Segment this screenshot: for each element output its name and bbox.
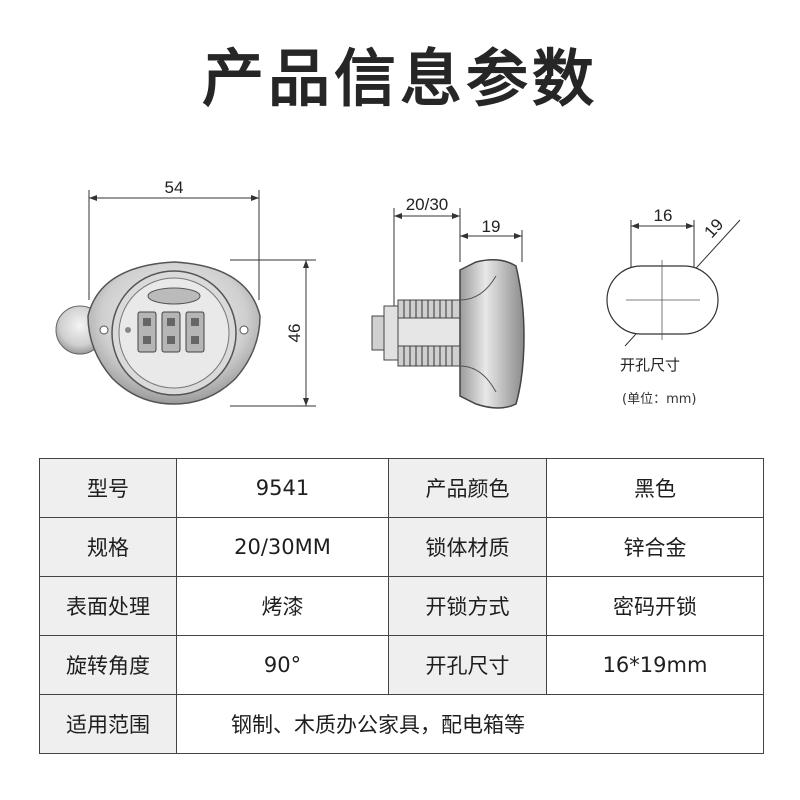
table-row: 适用范围 钢制、木质办公家具，配电箱等 (39, 694, 764, 754)
page-title: 产品信息参数 (201, 42, 598, 115)
spec-key: 旋转角度 (39, 635, 177, 695)
spec-key: 型号 (39, 458, 177, 518)
side-knob-label: 19 (482, 217, 501, 236)
spec-key: 锁体材质 (388, 517, 547, 577)
spec-value: 锌合金 (546, 517, 764, 577)
spec-key: 产品颜色 (388, 458, 547, 518)
table-row: 型号 9541 产品颜色 黑色 (39, 458, 764, 518)
spec-key: 适用范围 (39, 694, 177, 754)
spec-value: 烤漆 (176, 576, 389, 636)
hole-view: 16 19 (606, 206, 741, 347)
spec-value: 钢制、木质办公家具，配电箱等 (176, 694, 764, 754)
spec-value: 9541 (176, 458, 389, 518)
front-width-label: 54 (165, 178, 184, 197)
spec-key: 规格 (39, 517, 177, 577)
unit-note: (单位：mm) (622, 392, 697, 407)
spec-value: 密码开锁 (546, 576, 764, 636)
table-row: 规格 20/30MM 锁体材质 锌合金 (39, 517, 764, 577)
table-row: 表面处理 烤漆 开锁方式 密码开锁 (39, 576, 764, 636)
spec-value: 黑色 (546, 458, 764, 518)
spec-table: 型号 9541 产品颜色 黑色 规格 20/30MM 锁体材质 锌合金 表面处理… (39, 458, 764, 754)
side-view: 20/30 19 (371, 195, 525, 409)
hole-width-label: 16 (654, 206, 673, 225)
spec-key: 开孔尺寸 (388, 635, 547, 695)
hole-size-label: 开孔尺寸 (620, 356, 681, 374)
side-thickness-label: 20/30 (406, 195, 449, 214)
technical-drawing: 54 46 (55, 178, 741, 409)
spec-key: 表面处理 (39, 576, 177, 636)
spec-key: 开锁方式 (388, 576, 547, 636)
spec-value: 20/30MM (176, 517, 389, 577)
table-row: 旋转角度 90° 开孔尺寸 16*19mm (39, 635, 764, 695)
spec-value: 16*19mm (546, 635, 764, 695)
front-height-label: 46 (285, 324, 304, 343)
front-view: 54 46 (55, 178, 316, 407)
spec-value: 90° (176, 635, 389, 695)
